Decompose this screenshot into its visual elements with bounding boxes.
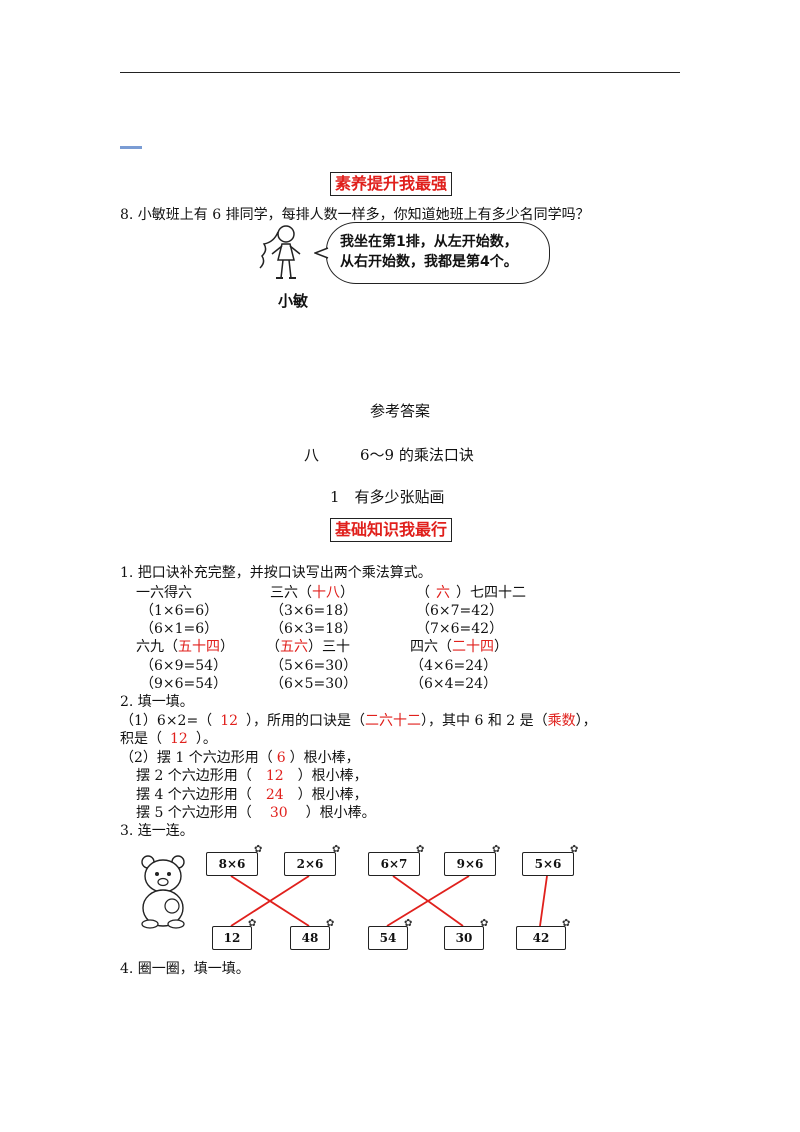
question-1-prompt: 1. 把口诀补充完整，并按口诀写出两个乘法算式。 <box>120 565 432 581</box>
bottom-card-4: 30 <box>444 926 484 950</box>
question-4-prompt: 4. 圈一圈，填一填。 <box>120 961 250 977</box>
top-card-4: 9×6 <box>444 852 496 876</box>
bubble-line-1: 我坐在第1排，从左开始数， <box>340 234 518 250</box>
question-2-prompt: 2. 填一填。 <box>120 694 194 710</box>
flower-icon: ✿ <box>570 844 579 855</box>
bear-illustration <box>141 855 185 929</box>
flower-icon: ✿ <box>492 844 501 855</box>
q2-line-6: 摆 5 个六边形用（30）根小棒。 <box>136 805 376 821</box>
bubble-text: 我坐在第1排，从左开始数， 从右开始数，我都是第4个。 <box>340 232 518 272</box>
match-line-4 <box>386 875 470 927</box>
q2-line-3: （2）摆 1 个六边形用（6）根小棒， <box>120 750 360 766</box>
speech-bubble-tail <box>314 247 329 259</box>
unit-title: 6～9 的乘法口诀 <box>360 446 474 464</box>
q1-c1r3: （6×1=6） <box>140 621 219 637</box>
q1-c3r2: （6×7=42） <box>416 603 504 619</box>
q1-c3r1: （六）七四十二 <box>416 585 526 601</box>
flower-icon: ✿ <box>562 918 571 929</box>
answers-title: 参考答案 <box>369 402 430 420</box>
top-card-2: 2×6 <box>284 852 336 876</box>
flower-icon: ✿ <box>254 844 263 855</box>
q1-c1r2: （1×6=6） <box>140 603 219 619</box>
flower-icon: ✿ <box>480 918 489 929</box>
speech-bubble <box>326 222 550 284</box>
q1-c2r5: （5×6=30） <box>270 658 358 674</box>
q1-c2r3: （6×3=18） <box>270 621 358 637</box>
q1-c3r4: 四六（二十四） <box>410 639 508 655</box>
q1-c2r2: （3×6=18） <box>270 603 358 619</box>
q2-line-2: 积是（12）。 <box>120 731 217 747</box>
q1-c3r3: （7×6=42） <box>416 621 504 637</box>
bottom-card-5: 42 <box>516 926 566 950</box>
flower-icon: ✿ <box>404 918 413 929</box>
bottom-card-3: 54 <box>368 926 408 950</box>
flower-icon: ✿ <box>332 844 341 855</box>
q1-c3r6: （6×4=24） <box>410 676 498 692</box>
bottom-card-1: 12 <box>212 926 252 950</box>
tiny-link-mark <box>120 146 142 149</box>
header-rule <box>120 72 680 73</box>
q2-line-4: 摆 2 个六边形用（12）根小棒， <box>136 768 368 784</box>
q1-c2r6: （6×5=30） <box>270 676 358 692</box>
q1-c2r4: （五六）三十 <box>266 639 350 655</box>
question-3-prompt: 3. 连一连。 <box>120 823 194 839</box>
bubble-line-2: 从右开始数，我都是第4个。 <box>340 254 518 270</box>
match-line-5 <box>539 875 548 927</box>
flower-icon: ✿ <box>416 844 425 855</box>
section-heading-basic: 基础知识我最行 <box>330 518 453 542</box>
q1-c3r5: （4×6=24） <box>410 658 498 674</box>
match-line-2 <box>230 875 310 927</box>
bottom-card-2: 48 <box>290 926 330 950</box>
top-card-5: 5×6 <box>522 852 574 876</box>
unit-number: 八 <box>304 446 320 464</box>
q1-c2r1: 三六（十八） <box>270 585 354 601</box>
section-heading-literacy: 素养提升我最强 <box>330 172 453 196</box>
top-card-3: 6×7 <box>368 852 420 876</box>
flower-icon: ✿ <box>326 918 335 929</box>
q1-c1r4: 六九（五十四） <box>136 639 234 655</box>
q2-line-5: 摆 4 个六边形用（24）根小棒， <box>136 787 368 803</box>
q1-c1r1: 一六得六 <box>136 585 192 601</box>
girl-name: 小敏 <box>278 292 309 310</box>
question-8: 8. 小敏班上有 6 排同学，每排人数一样多，你知道她班上有多少名同学吗？ <box>120 207 590 223</box>
top-card-1: 8×6 <box>206 852 258 876</box>
flower-icon: ✿ <box>248 918 257 929</box>
q1-c1r5: （6×9=54） <box>140 658 228 674</box>
lesson-title: 1 有多少张贴画 <box>330 488 445 506</box>
q2-line-1: （1）6×2=（12），所用的口诀是（二六十二），其中 6 和 2 是（乘数）， <box>120 713 597 729</box>
q1-c1r6: （9×6=54） <box>140 676 228 692</box>
girl-illustration <box>259 225 301 279</box>
